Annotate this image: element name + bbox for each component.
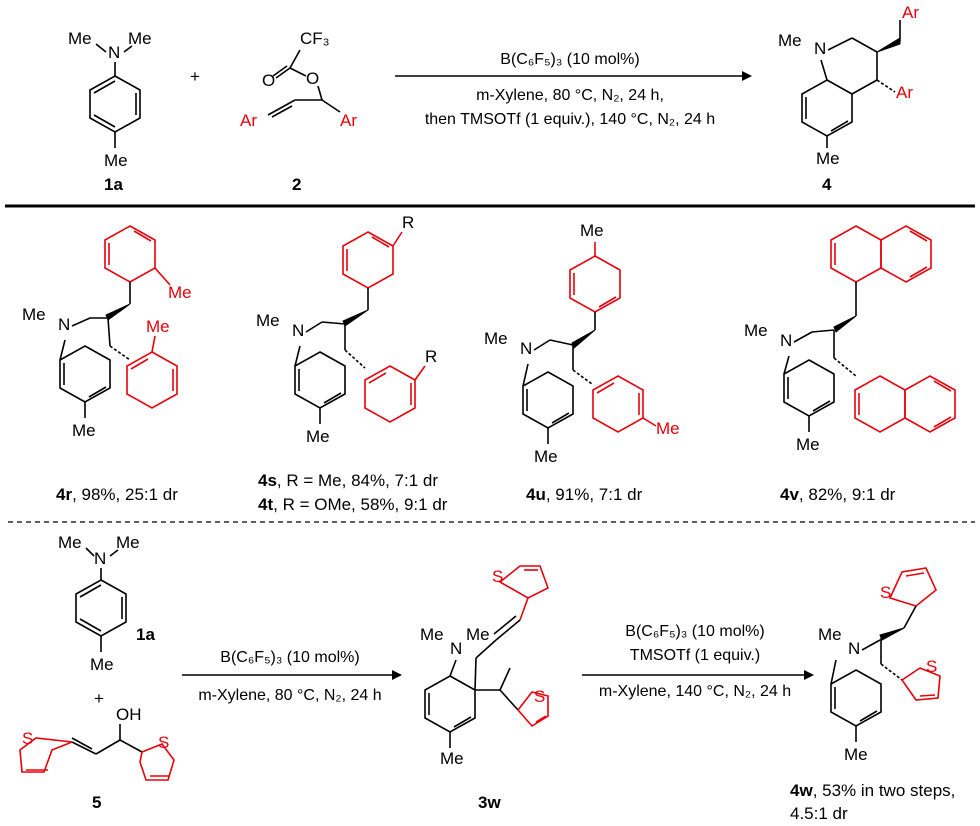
atom-n: N bbox=[292, 321, 304, 340]
atom-me: Me bbox=[420, 625, 444, 644]
atom-me: Me bbox=[778, 31, 802, 50]
atom-me: Me bbox=[818, 625, 842, 644]
atom-n: N bbox=[520, 339, 532, 358]
atom-r: R bbox=[402, 213, 414, 232]
example-4r: Me Me N Me Me 4r, 98%, 25:1 dr bbox=[22, 225, 192, 504]
atom-me: Me bbox=[68, 29, 92, 48]
atom-me: Me bbox=[168, 283, 192, 302]
atom-cf3: CF₃ bbox=[300, 29, 330, 48]
compound-label-1a: 1a bbox=[104, 175, 123, 194]
plus-sign: + bbox=[190, 67, 200, 86]
atom-me: Me bbox=[656, 419, 680, 438]
atom-me: Me bbox=[306, 427, 330, 446]
condition-catalyst: B(C₆F₅)₃ (10 mol%) bbox=[500, 51, 639, 68]
compound-1a-top: Me N Me Me 1a bbox=[68, 29, 152, 194]
atom-ar: Ar bbox=[340, 111, 357, 130]
atom-me: Me bbox=[466, 625, 490, 644]
compound-label-1a: 1a bbox=[136, 625, 155, 644]
compound-label-2: 2 bbox=[292, 175, 301, 194]
atom-o: O bbox=[262, 71, 275, 90]
atom-me: Me bbox=[256, 311, 280, 330]
compound-3w: S Me N Me S Me 3w bbox=[420, 565, 549, 812]
bottom-arrow-1: B(C₆F₅)₃ (10 mol%) m-Xylene, 80 °C, N₂, … bbox=[182, 649, 402, 704]
atom-s: S bbox=[492, 567, 503, 586]
atom-me: Me bbox=[116, 533, 140, 552]
atom-me: Me bbox=[72, 421, 96, 440]
compound-2: CF₃ O O Ar Ar 2 bbox=[240, 29, 357, 194]
bottom-arrow-2: B(C₆F₅)₃ (10 mol%) TMSOTf (1 equiv.) m-X… bbox=[582, 623, 814, 700]
caption-4s: 4s, R = Me, 84%, 7:1 dr bbox=[258, 471, 438, 490]
atom-ar: Ar bbox=[240, 111, 257, 130]
compound-4w: S Me N Me S 4w, 53% in two steps, 4.5:1 … bbox=[790, 567, 955, 823]
atom-s: S bbox=[534, 687, 545, 706]
compound-label-3w: 3w bbox=[478, 793, 501, 812]
atom-me: Me bbox=[22, 305, 46, 324]
condition-additive: then TMSOTf (1 equiv.), 140 °C, N₂, 24 h bbox=[425, 111, 715, 128]
atom-me: Me bbox=[796, 435, 820, 454]
example-4v: Me N Me 4v, 82%, 9:1 dr bbox=[744, 225, 956, 504]
atom-me: Me bbox=[816, 149, 840, 168]
atom-s: S bbox=[158, 733, 169, 752]
atom-n: N bbox=[450, 639, 462, 658]
caption-4w-dr: 4.5:1 dr bbox=[790, 804, 848, 823]
condition-additive: TMSOTf (1 equiv.) bbox=[630, 647, 760, 664]
condition-solvent: m-Xylene, 140 °C, N₂, 24 h bbox=[599, 683, 791, 700]
atom-s: S bbox=[926, 657, 937, 676]
atom-me: Me bbox=[534, 447, 558, 466]
example-4u: Me Me N Me Me 4u, 91%, 7:1 dr bbox=[484, 221, 680, 504]
atom-me: Me bbox=[580, 221, 604, 240]
atom-ar: Ar bbox=[896, 83, 913, 102]
caption-4t: 4t, R = OMe, 58%, 9:1 dr bbox=[258, 495, 448, 514]
atom-me: Me bbox=[90, 655, 114, 674]
atom-oh: OH bbox=[116, 705, 142, 724]
atom-me: Me bbox=[58, 533, 82, 552]
compound-5: OH S S 5 bbox=[19, 705, 175, 812]
condition-catalyst: B(C₆F₅)₃ (10 mol%) bbox=[220, 649, 359, 666]
caption-4u: 4u, 91%, 7:1 dr bbox=[526, 485, 643, 504]
top-reaction-arrow: B(C₆F₅)₃ (10 mol%) m-Xylene, 80 °C, N₂, … bbox=[395, 51, 752, 128]
condition-catalyst: B(C₆F₅)₃ (10 mol%) bbox=[625, 623, 764, 640]
atom-ar: Ar bbox=[902, 3, 919, 22]
caption-4w: 4w, 53% in two steps, bbox=[790, 781, 955, 800]
atom-me: Me bbox=[104, 151, 128, 170]
atom-me: Me bbox=[844, 745, 868, 764]
atom-s: S bbox=[22, 729, 33, 748]
caption-4r: 4r, 98%, 25:1 dr bbox=[56, 485, 178, 504]
atom-r: R bbox=[425, 347, 437, 366]
caption-4v: 4v, 82%, 9:1 dr bbox=[780, 485, 896, 504]
compound-label-5: 5 bbox=[92, 793, 101, 812]
example-4s-4t: R Me N Me R 4s, R = Me, 84%, 7:1 dr 4t, … bbox=[256, 213, 448, 514]
atom-n: N bbox=[58, 315, 70, 334]
atom-me: Me bbox=[440, 749, 464, 768]
compound-4-general: Me N Ar Ar Me 4 bbox=[778, 3, 919, 194]
atom-n: N bbox=[108, 43, 120, 62]
atom-n: N bbox=[780, 331, 792, 350]
condition-solvent: m-Xylene, 80 °C, N₂, 24 h bbox=[198, 687, 381, 704]
atom-n: N bbox=[814, 39, 826, 58]
atom-me: Me bbox=[146, 317, 170, 336]
atom-s: S bbox=[880, 583, 891, 602]
condition-solvent: m-Xylene, 80 °C, N₂, 24 h, bbox=[476, 87, 664, 104]
plus-sign: + bbox=[94, 689, 104, 708]
compound-1a-bottom: Me N Me Me 1a bbox=[58, 533, 155, 674]
atom-n: N bbox=[848, 639, 860, 658]
atom-n: N bbox=[94, 549, 106, 568]
atom-me: Me bbox=[744, 321, 768, 340]
atom-o: O bbox=[306, 69, 319, 88]
compound-label-4: 4 bbox=[822, 175, 832, 194]
atom-me: Me bbox=[128, 29, 152, 48]
atom-me: Me bbox=[484, 329, 508, 348]
